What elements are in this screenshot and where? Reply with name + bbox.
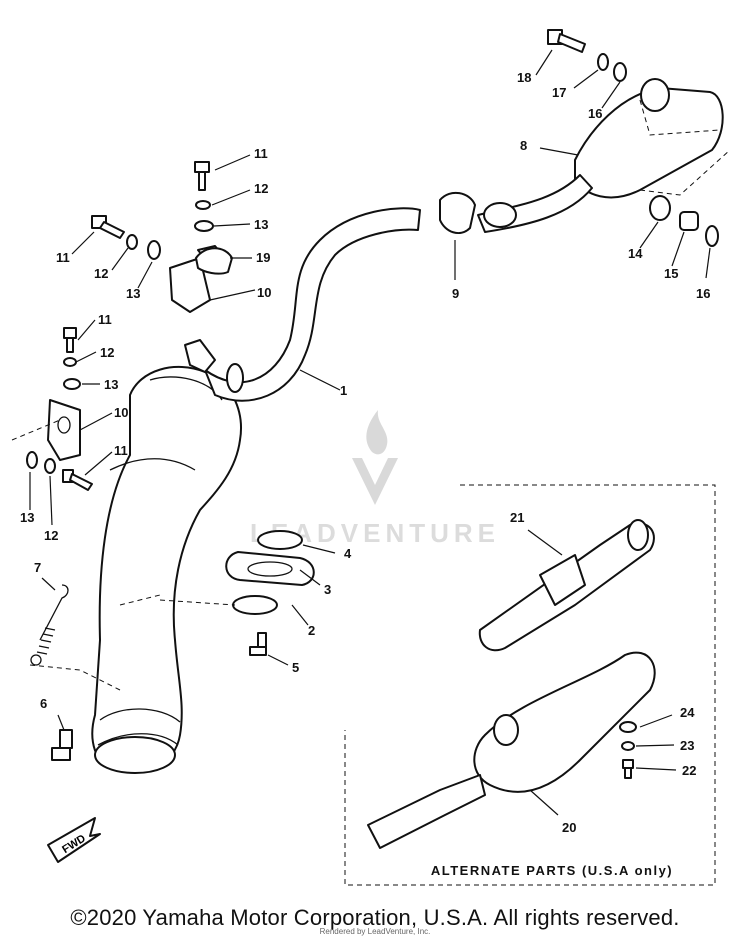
callout-11-low: 11 xyxy=(114,443,128,458)
bolt-part-11-low xyxy=(62,469,93,491)
callout-12-low: 12 xyxy=(44,528,58,543)
callout-7: 7 xyxy=(34,560,41,575)
bolt-part-11-top xyxy=(194,161,210,191)
callout-20: 20 xyxy=(562,820,576,835)
gasket-part-4 xyxy=(257,530,303,550)
washer-part-12-top xyxy=(195,200,211,210)
callout-12-top: 12 xyxy=(254,181,268,196)
callout-22: 22 xyxy=(682,763,696,778)
grommet-part-24 xyxy=(619,721,637,733)
callout-10-upper: 10 xyxy=(257,285,271,300)
callout-13-low: 13 xyxy=(20,510,34,525)
washer-part-12-low xyxy=(44,458,56,474)
exhaust-diagram-drawing: LEADVENTURE FWD xyxy=(11,29,731,886)
bolt-part-11-mid xyxy=(63,327,77,353)
gasket-part-2 xyxy=(232,595,278,615)
callout-17: 17 xyxy=(552,85,566,100)
bolt-part-5 xyxy=(249,632,267,656)
callout-9: 9 xyxy=(452,286,459,301)
leader-lines xyxy=(29,49,711,816)
bolt-part-11-left xyxy=(91,215,125,239)
callout-11-mid: 11 xyxy=(98,312,112,327)
alternate-parts-caption: ALTERNATE PARTS (U.S.A only) xyxy=(431,863,673,878)
bolt-part-18 xyxy=(547,29,586,53)
callout-12-left: 12 xyxy=(94,266,108,281)
callout-13-mid: 13 xyxy=(104,377,118,392)
washer-part-12-left xyxy=(126,234,138,250)
callout-21: 21 xyxy=(510,510,524,525)
washer-part-16-top xyxy=(613,62,627,82)
callout-2: 2 xyxy=(308,623,315,638)
grommet-part-14 xyxy=(649,195,671,221)
flange-part-3 xyxy=(225,551,315,586)
callout-13-left: 13 xyxy=(126,286,140,301)
callout-10-lower: 10 xyxy=(114,405,128,420)
callout-16-top: 16 xyxy=(588,106,602,121)
callout-labels: 1 2 3 4 5 6 7 8 9 10 10 11 11 11 11 12 1… xyxy=(20,70,710,835)
callout-15: 15 xyxy=(664,266,678,281)
callout-1: 1 xyxy=(340,383,347,398)
callout-16-right: 16 xyxy=(696,286,710,301)
washer-part-16-right xyxy=(705,225,719,247)
spring-part-7 xyxy=(30,584,69,666)
collar-part-15 xyxy=(679,211,699,231)
washer-part-13-left xyxy=(147,240,161,260)
washer-part-17 xyxy=(597,53,609,71)
callout-5: 5 xyxy=(292,660,299,675)
washer-part-12-mid xyxy=(63,357,77,367)
washer-part-23 xyxy=(621,741,635,751)
washer-part-13-low xyxy=(26,451,38,469)
plug-part-6 xyxy=(51,729,73,761)
bracket-part-10-lower xyxy=(47,399,81,461)
callout-11-top: 11 xyxy=(254,146,268,161)
copyright-footer: ©2020 Yamaha Motor Corporation, U.S.A. A… xyxy=(70,905,680,930)
callout-4: 4 xyxy=(344,546,352,561)
exhaust-pipe-part-1 xyxy=(91,207,421,774)
callout-24: 24 xyxy=(680,705,695,720)
bolt-part-22 xyxy=(622,759,634,779)
fwd-arrow-icon xyxy=(47,817,101,863)
callout-3: 3 xyxy=(324,582,331,597)
callout-13-top: 13 xyxy=(254,217,268,232)
callout-8: 8 xyxy=(520,138,527,153)
leadventure-watermark-icon xyxy=(352,410,398,505)
callout-14: 14 xyxy=(628,246,643,261)
rendered-by-note: Rendered by LeadVenture, Inc. xyxy=(319,927,431,936)
callout-11-left: 11 xyxy=(56,250,70,265)
clamp-part-19 xyxy=(195,247,233,275)
clamp-part-9 xyxy=(439,191,517,235)
callout-18: 18 xyxy=(517,70,531,85)
callout-19: 19 xyxy=(256,250,270,265)
muffler-part-21 xyxy=(478,519,655,652)
callout-23: 23 xyxy=(680,738,694,753)
washer-part-13-top xyxy=(194,220,214,232)
muffler-part-20 xyxy=(367,651,656,849)
callout-12-mid: 12 xyxy=(100,345,114,360)
callout-6: 6 xyxy=(40,696,47,711)
washer-part-13-mid xyxy=(63,378,81,390)
